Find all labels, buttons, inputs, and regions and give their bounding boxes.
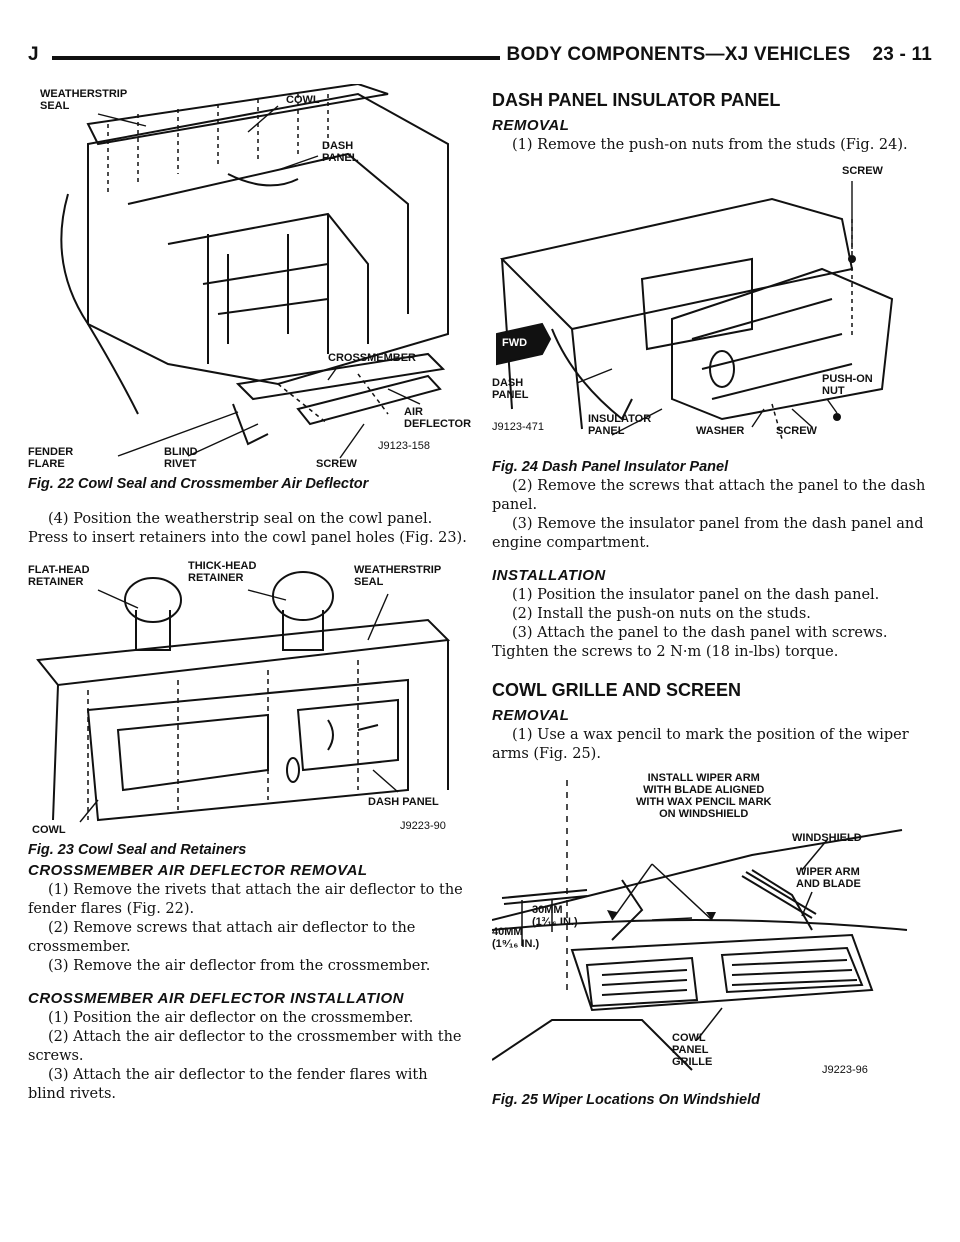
- label-windshield: WINDSHIELD: [792, 832, 862, 844]
- label-30mm: 30MM (1³⁄₁₆ IN.): [532, 904, 578, 928]
- install-step-2: (2) Attach the air deflector to the cros…: [28, 1029, 462, 1064]
- dash-install-step-1: (1) Position the insulator panel on the …: [512, 587, 880, 603]
- figure-24-caption: Fig. 24 Dash Panel Insulator Panel: [492, 459, 729, 475]
- figure-23: FLAT-HEAD RETAINER THICK-HEAD RETAINER W…: [28, 560, 468, 860]
- section-title: BODY COMPONENTS—XJ VEHICLES: [506, 44, 851, 65]
- left-column: WEATHERSTRIP SEAL COWL DASH PANEL CROSSM…: [28, 84, 472, 1104]
- label-weatherstrip-seal: WEATHERSTRIP SEAL: [354, 564, 442, 588]
- label-40mm: 40MM (1⁹⁄₁₆ IN.): [492, 926, 540, 950]
- label-cowl-panel-grille: COWL PANEL GRILLE: [672, 1032, 713, 1068]
- label-figure-code: J9123-471: [492, 421, 544, 433]
- label-cowl: COWL: [32, 824, 66, 836]
- dash-install-step-2: (2) Install the push-on nuts on the stud…: [512, 606, 811, 622]
- label-weatherstrip-seal: WEATHERSTRIP SEAL: [40, 88, 128, 112]
- label-figure-code: J9223-96: [822, 1064, 868, 1076]
- page-number: 23 - 11: [872, 44, 932, 65]
- figure-23-caption: Fig. 23 Cowl Seal and Retainers: [28, 842, 247, 858]
- cowl-removal-step-1: (1) Use a wax pencil to mark the positio…: [492, 727, 909, 762]
- removal-step-1: (1) Remove the rivets that attach the ai…: [28, 882, 463, 917]
- label-screw: SCREW: [316, 458, 357, 470]
- heading-dash-panel-insulator: DASH PANEL INSULATOR PANEL: [492, 90, 781, 110]
- cowl-seal-illustration: [36, 571, 451, 823]
- figure-25: INSTALL WIPER ARM WITH BLADE ALIGNED WIT…: [492, 770, 932, 1110]
- install-step-1: (1) Position the air deflector on the cr…: [48, 1010, 414, 1026]
- figure-25-caption: Fig. 25 Wiper Locations On Windshield: [492, 1092, 761, 1108]
- heading-removal: REMOVAL: [492, 117, 570, 134]
- label-washer: WASHER: [696, 425, 745, 437]
- heading-crossmember-installation: CROSSMEMBER AIR DEFLECTOR INSTALLATION: [28, 990, 404, 1007]
- label-insulator-panel: INSULATOR PANEL: [588, 413, 652, 437]
- label-dash-panel: DASH PANEL: [492, 377, 529, 401]
- label-cowl: COWL: [286, 94, 320, 106]
- heading-crossmember-removal: CROSSMEMBER AIR DEFLECTOR REMOVAL: [28, 862, 368, 879]
- right-column: DASH PANEL INSULATOR PANEL REMOVAL (1) R…: [492, 90, 932, 1110]
- figure-22-caption: Fig. 22 Cowl Seal and Crossmember Air De…: [28, 476, 369, 492]
- install-step-3: (3) Attach the air deflector to the fend…: [28, 1067, 428, 1102]
- dash-insulator-illustration: [496, 181, 894, 440]
- label-figure-code: J9123-158: [378, 440, 430, 452]
- step-4-text: (4) Position the weatherstrip seal on th…: [28, 511, 467, 546]
- header-title: BODY COMPONENTS—XJ VEHICLES 23 - 11: [507, 44, 932, 66]
- wiper-windshield-illustration: [492, 780, 908, 1071]
- removal-step-3: (3) Remove the air deflector from the cr…: [48, 958, 431, 974]
- heading-cowl-grille: COWL GRILLE AND SCREEN: [492, 680, 742, 700]
- label-screw-bottom: SCREW: [776, 425, 817, 437]
- label-figure-code: J9223-90: [400, 820, 446, 832]
- page-header: J BODY COMPONENTS—XJ VEHICLES 23 - 11: [28, 44, 932, 74]
- figure-24: SCREW FWD DASH PANEL J9123-471 INSULATOR…: [492, 159, 932, 477]
- heading-installation: INSTALLATION: [492, 567, 606, 584]
- label-dash-panel: DASH PANEL: [322, 140, 359, 164]
- dash-removal-step-3: (3) Remove the insulator panel from the …: [492, 516, 924, 551]
- header-rule: [52, 56, 500, 60]
- label-fender-flare: FENDER FLARE: [28, 446, 74, 470]
- label-install-instruction: INSTALL WIPER ARM WITH BLADE ALIGNED WIT…: [636, 772, 772, 820]
- label-blind-rivet: BLIND RIVET: [164, 446, 198, 470]
- cowl-crossmember-illustration: [60, 84, 449, 459]
- label-crossmember: CROSSMEMBER: [328, 352, 417, 364]
- label-screw-top: SCREW: [842, 165, 883, 177]
- label-push-on-nut: PUSH-ON NUT: [822, 373, 873, 397]
- heading-cowl-removal: REMOVAL: [492, 707, 570, 724]
- label-dash-panel: DASH PANEL: [368, 796, 439, 808]
- removal-step-2: (2) Remove screws that attach air deflec…: [28, 920, 416, 955]
- label-wiper-arm-blade: WIPER ARM AND BLADE: [796, 866, 861, 890]
- label-thick-head-retainer: THICK-HEAD RETAINER: [188, 560, 257, 584]
- dash-removal-step-1: (1) Remove the push-on nuts from the stu…: [512, 137, 908, 153]
- dash-removal-step-2: (2) Remove the screws that attach the pa…: [492, 478, 926, 513]
- label-air-deflector: AIR DEFLECTOR: [404, 406, 472, 430]
- header-letter: J: [28, 44, 39, 65]
- label-fwd: FWD: [502, 337, 528, 349]
- dash-install-step-3: (3) Attach the panel to the dash panel w…: [492, 625, 888, 660]
- figure-22: WEATHERSTRIP SEAL COWL DASH PANEL CROSSM…: [28, 84, 472, 496]
- label-flat-head-retainer: FLAT-HEAD RETAINER: [28, 564, 90, 588]
